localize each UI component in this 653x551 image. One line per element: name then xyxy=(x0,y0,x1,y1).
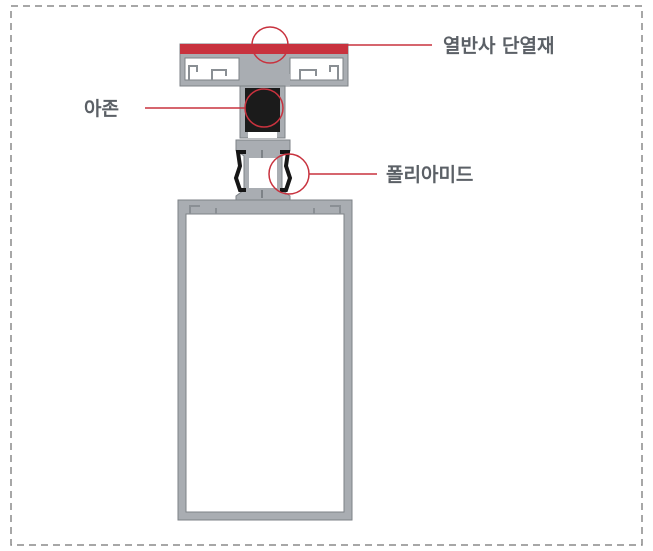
polyamide-connector xyxy=(233,139,293,207)
azon-block xyxy=(239,85,286,139)
label-polyamide: 폴리아미드 xyxy=(386,164,473,186)
reflective-insulation-strip xyxy=(180,44,348,54)
dashed-frame xyxy=(10,5,643,546)
label-azon: 아존 xyxy=(84,98,119,120)
callout-polyamide: 폴리아미드 xyxy=(268,153,473,195)
callout-thermal-break: 열반사 단열재 xyxy=(251,26,555,64)
label-thermal-break-tape: 열반사 단열재 xyxy=(443,35,555,57)
main-sash-profile xyxy=(177,199,353,521)
callout-azon: 아존 xyxy=(84,88,284,128)
